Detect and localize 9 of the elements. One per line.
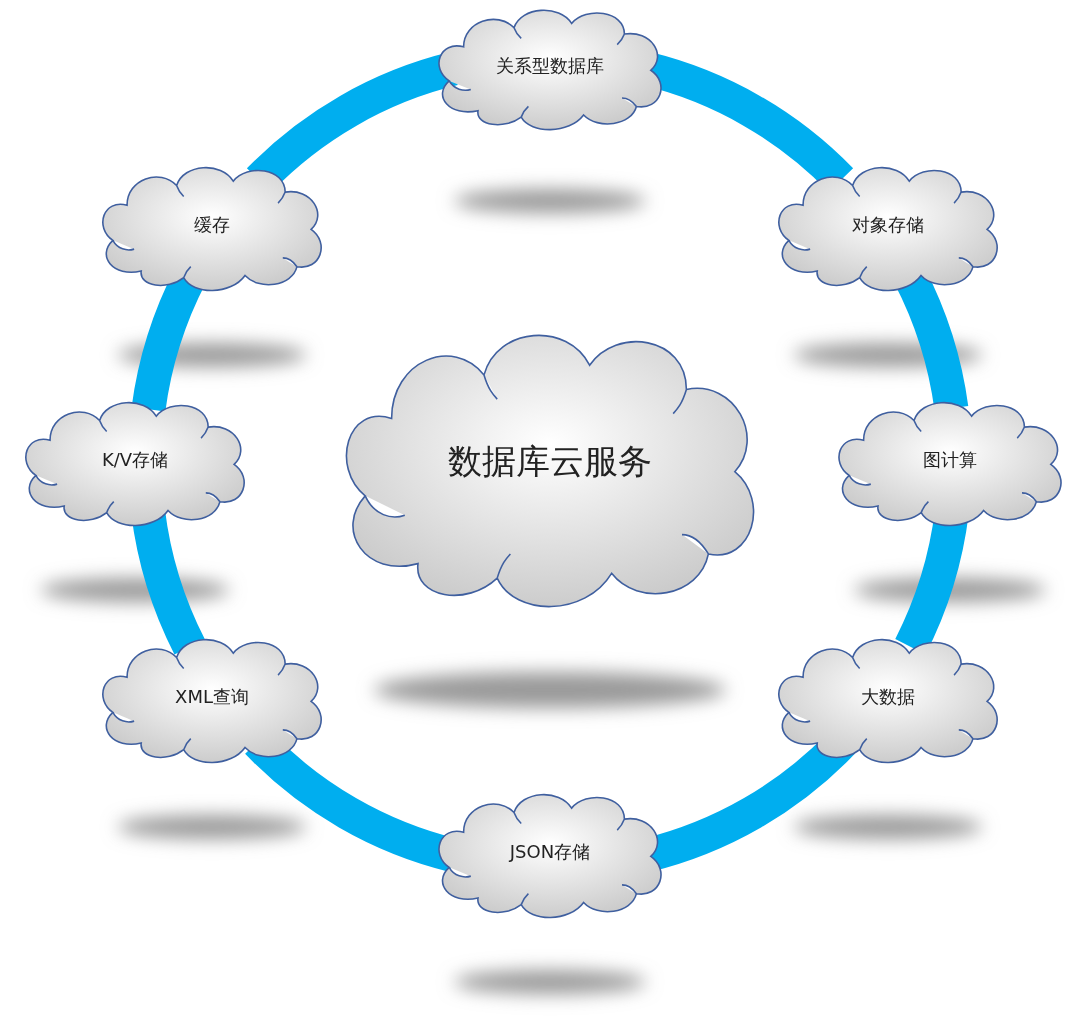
cloud-label: XML查询 [175, 685, 249, 709]
cloud-label: JSON存储 [509, 840, 591, 864]
cloud-label: 数据库云服务 [448, 440, 652, 483]
cloud-label: 关系型数据库 [496, 54, 604, 78]
cloud-label: 缓存 [194, 213, 230, 237]
cloud-label: 对象存储 [852, 213, 924, 237]
cloud-label: K/V存储 [101, 448, 169, 472]
cloud-label: 大数据 [861, 685, 915, 709]
cloud-label: 图计算 [923, 448, 977, 472]
